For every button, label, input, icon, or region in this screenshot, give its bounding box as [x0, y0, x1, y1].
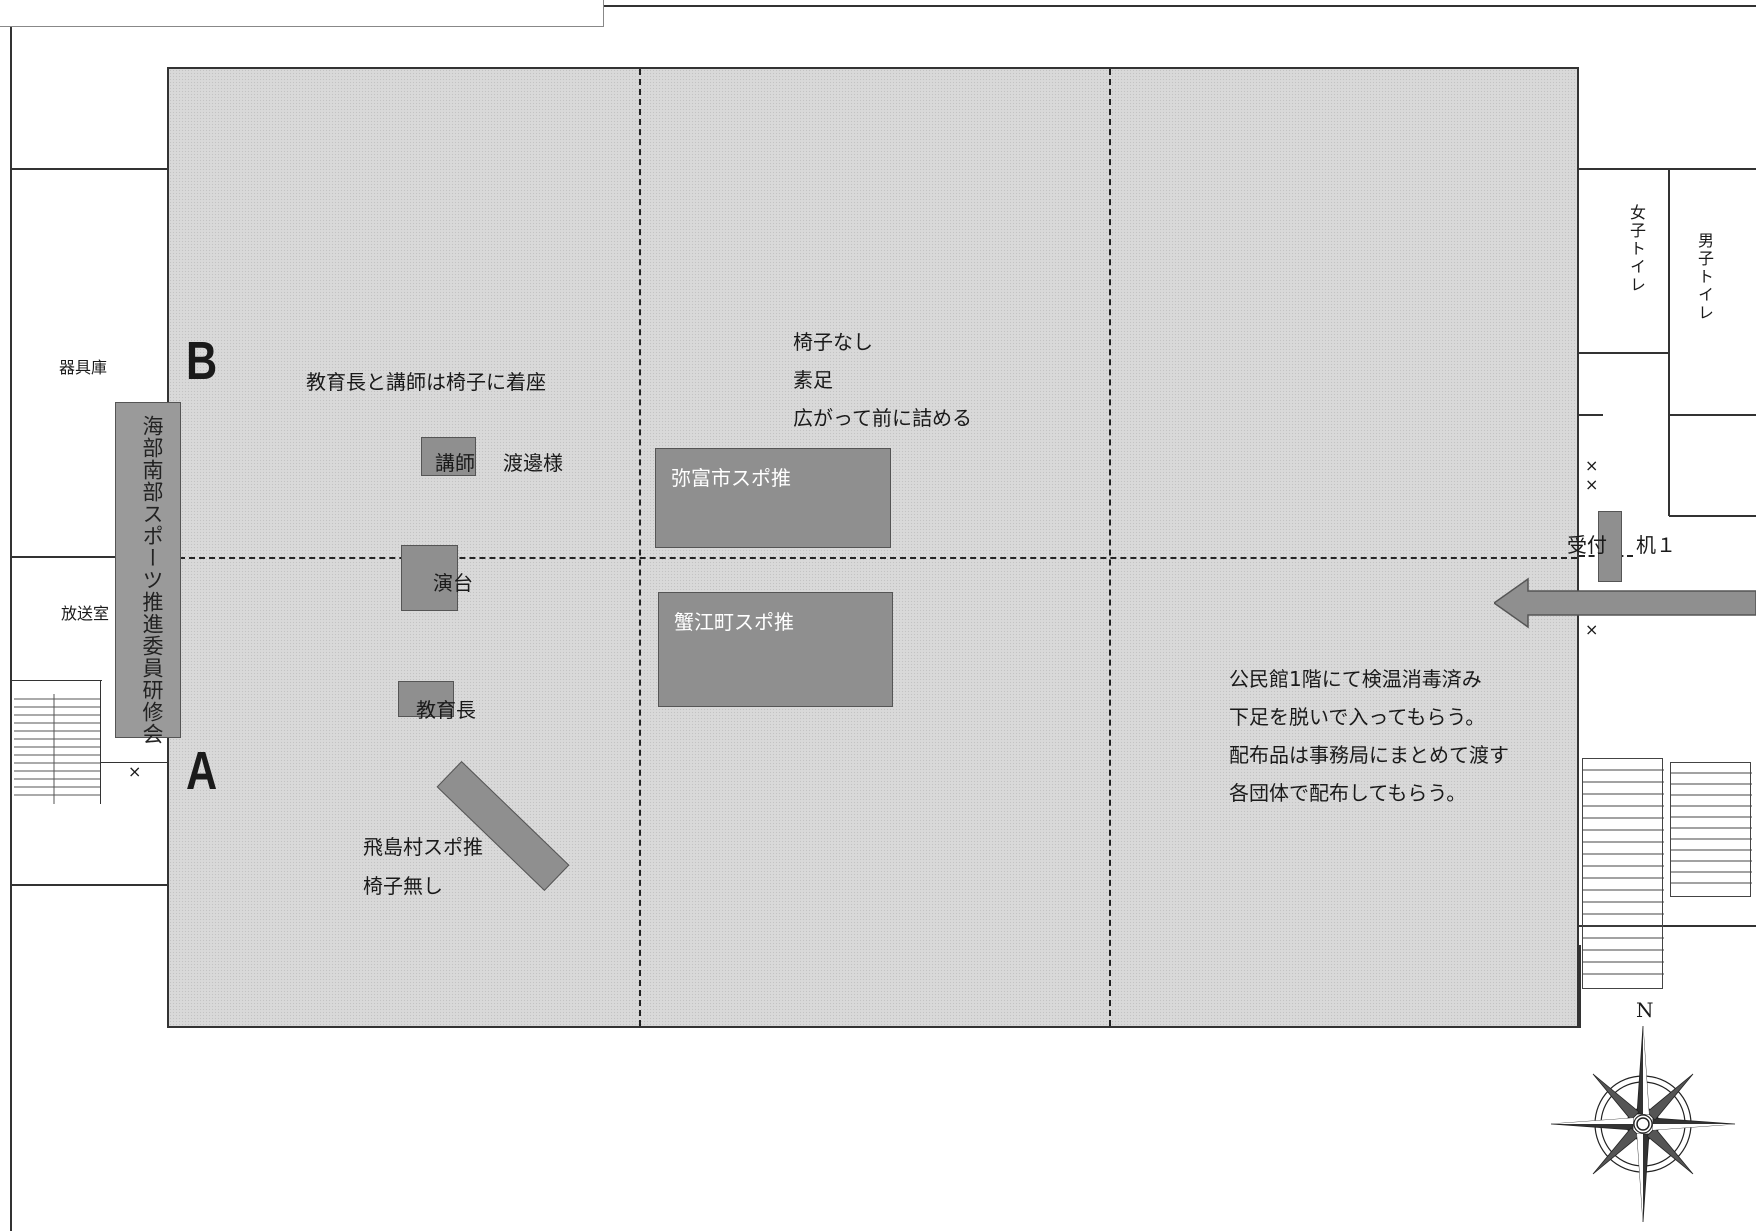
lecturer-name: 渡邊様 [503, 451, 563, 475]
right-staircase-1 [1582, 758, 1664, 989]
womens-toilet-label: 女子トイレ [1627, 204, 1646, 294]
outer-top-wall [604, 5, 1756, 7]
outer-top-left-rule [0, 26, 604, 27]
x-mark: × [128, 762, 142, 781]
mens-toilet-inner-wall [1669, 414, 1756, 416]
podium-label: 演台 [433, 571, 473, 595]
womens-toilet-bottom [1579, 352, 1669, 354]
left-room-divider-2 [10, 556, 167, 558]
superintendent-label: 教育長 [416, 698, 476, 722]
right-room-top-wall [1579, 168, 1756, 170]
lecturer-seat [421, 437, 476, 476]
right-staircase-2 [1670, 762, 1752, 897]
compass-rose-icon [1550, 1025, 1736, 1223]
tobishima-group-label: 飛島村スポ推 [363, 835, 483, 859]
left-room-divider-6 [100, 680, 101, 804]
reception-label: 受付 [1567, 533, 1607, 557]
mens-toilet-bottom [1669, 515, 1756, 517]
right-corridor-stub [1579, 414, 1603, 416]
x-mark: × [1585, 620, 1599, 639]
x-mark: × [1585, 475, 1599, 494]
broadcast-room-label: 放送室 [61, 604, 110, 623]
hall-divider-vertical-2 [1109, 69, 1111, 1026]
reception-desk [1598, 511, 1622, 582]
left-room-divider-1 [10, 168, 167, 170]
center-note-3: 広がって前に詰める [793, 406, 972, 430]
event-banner-text: 海部南部スポーツ推進委員研修会 [140, 415, 164, 745]
entrance-notes: 公民館1階にて検温消毒済み 下足を脱いで入ってもらう。 配布品は事務局にまとめて… [1229, 660, 1509, 812]
left-room-divider-3 [10, 680, 102, 681]
entrance-note-4: 各団体で配布してもらう。 [1229, 781, 1467, 805]
entrance-note-1: 公民館1階にて検温消毒済み [1229, 667, 1482, 691]
entrance-note-3: 配布品は事務局にまとめて渡す [1229, 743, 1509, 767]
center-note-1: 椅子なし [793, 330, 873, 354]
toilet-divider [1668, 168, 1670, 516]
compass-north-label: N [1636, 998, 1654, 1022]
entrance-arrow-icon [1494, 577, 1756, 629]
podium [401, 545, 458, 611]
left-room-divider-5 [100, 762, 167, 763]
equipment-room-label: 器具庫 [59, 358, 108, 377]
yatomi-group-label: 弥富市スポ推 [671, 466, 791, 490]
x-mark: × [1585, 456, 1599, 475]
center-note-2: 素足 [793, 368, 833, 392]
zone-b-label: B [186, 331, 218, 391]
hall-divider-horizontal [169, 557, 1577, 559]
reception-desk-label: 机１ [1636, 533, 1676, 557]
event-banner: 海部南部スポーツ推進委員研修会 [115, 402, 181, 745]
right-room-side-wall [1579, 945, 1581, 1028]
left-room-divider-4 [10, 884, 167, 886]
tobishima-no-chair-note: 椅子無し [363, 874, 443, 898]
kanie-group-label: 蟹江町スポ推 [674, 610, 794, 634]
kanie-group-area [658, 592, 893, 707]
lecturer-label: 講師 [435, 451, 475, 475]
superintendent-seat [398, 681, 454, 717]
entrance-note-2: 下足を脱いで入ってもらう。 [1229, 705, 1486, 729]
yatomi-group-area [655, 448, 891, 548]
outer-left-wall [10, 27, 12, 1231]
hall-divider-vertical-1 [639, 69, 641, 1026]
mens-toilet-label: 男子トイレ [1695, 232, 1714, 322]
zone-a-label: A [186, 741, 218, 801]
outer-top-left-edge [603, 0, 604, 27]
seating-note: 教育長と講師は椅子に着座 [306, 370, 546, 394]
left-staircase [14, 694, 100, 804]
right-room-lower-wall [1579, 925, 1756, 927]
